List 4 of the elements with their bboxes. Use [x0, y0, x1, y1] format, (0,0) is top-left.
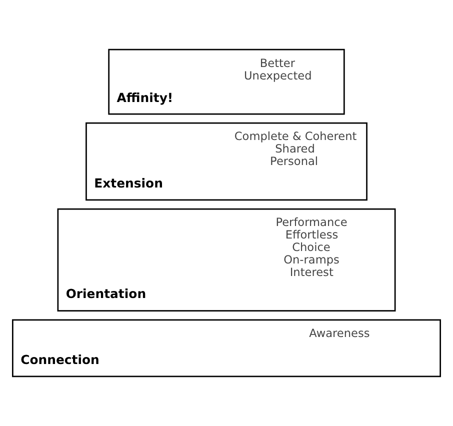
- node-box: Awareness Connection: [12, 319, 441, 378]
- node-box: Complete & Coherent Shared Personal Extension: [86, 122, 368, 201]
- node-box: Performance Effortless Choice On-ramps Interest Orientation: [57, 208, 396, 312]
- node-box: Better Unexpected Affinity!: [108, 48, 345, 115]
